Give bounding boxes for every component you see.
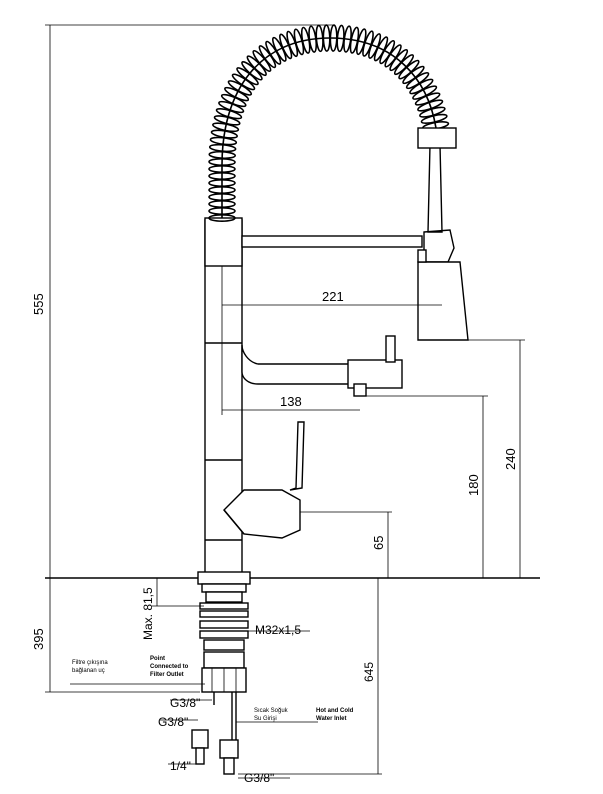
dim-555: 555 [31, 293, 46, 315]
filter-outlet-tr-2: bağlanan uç [72, 668, 105, 674]
dim-645: 645 [362, 662, 376, 682]
filter-outlet-en-3: Filter Outlet [150, 672, 184, 678]
mounting-assembly [191, 571, 251, 775]
water-inlet-en-2: Water Inlet [316, 716, 346, 722]
dim-138: 138 [280, 394, 302, 409]
spray-holder-arm [241, 127, 469, 341]
dim-240: 240 [503, 448, 518, 470]
dim-max-815: Max. 81,5 [141, 587, 155, 640]
filter-outlet-tr-1: Filtre çıkışına [72, 660, 108, 666]
dim-65: 65 [371, 536, 386, 550]
filter-outlet-en-2: Connected to [150, 664, 189, 670]
conn-g38-side: G3/8" [158, 715, 188, 729]
conn-g38-filter: G3/8" [170, 696, 200, 710]
dim-180: 180 [466, 474, 481, 496]
faucet-body [204, 217, 243, 579]
callout-labels: Filtre çıkışına bağlanan uç Point Connec… [72, 656, 354, 722]
conn-g38-inlet: G3/8" [244, 771, 274, 785]
water-inlet-en-1: Hot and Cold [316, 708, 354, 714]
dim-395: 395 [31, 628, 46, 650]
connection-labels: G3/8" G3/8" 1/4" G3/8" [158, 696, 274, 785]
filter-outlet-en-1: Point [150, 656, 165, 662]
dim-thread: M32x1,5 [255, 623, 301, 637]
dimension-lines [45, 24, 525, 779]
dimension-labels: 555 395 221 138 240 180 65 Max. 81,5 M32… [31, 289, 518, 682]
water-inlet-tr-2: Su Girişi [254, 716, 277, 722]
dim-221: 221 [322, 289, 344, 304]
spring-hose [208, 24, 450, 223]
water-inlet-tr-1: Sıcak Soğuk [254, 708, 289, 714]
mixer-lever [223, 421, 305, 539]
filter-spout [241, 335, 403, 397]
conn-14: 1/4" [170, 759, 191, 773]
